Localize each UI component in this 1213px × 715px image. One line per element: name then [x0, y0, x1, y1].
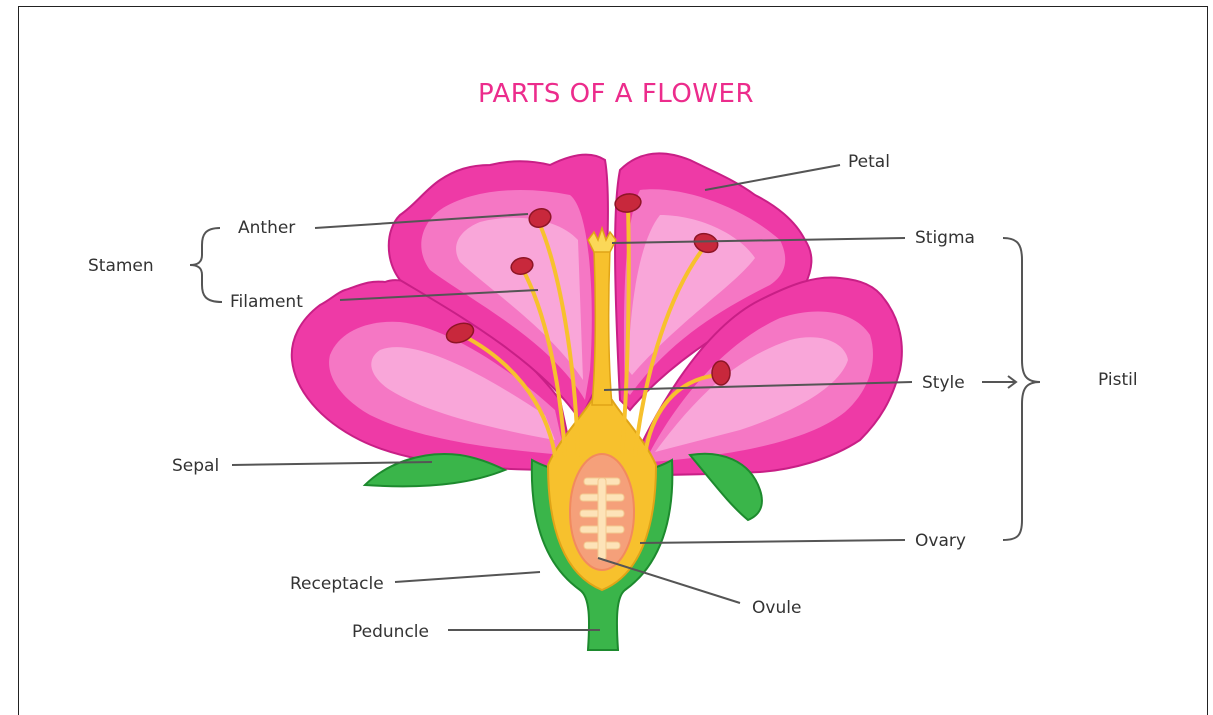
label-anther: Anther — [238, 218, 295, 238]
leader-receptacle — [395, 572, 540, 582]
label-ovule: Ovule — [752, 598, 801, 618]
label-stamen: Stamen — [88, 256, 154, 276]
stamen-brace — [190, 228, 222, 302]
style-arrow — [982, 376, 1016, 388]
style-tube — [592, 250, 612, 405]
label-pistil: Pistil — [1098, 370, 1138, 390]
label-style: Style — [922, 373, 965, 393]
label-stigma: Stigma — [915, 228, 975, 248]
label-ovary: Ovary — [915, 531, 966, 551]
label-petal: Petal — [848, 152, 890, 172]
label-filament: Filament — [230, 292, 303, 312]
pistil-brace — [1003, 238, 1040, 540]
label-receptacle: Receptacle — [290, 574, 384, 594]
label-sepal: Sepal — [172, 456, 219, 476]
label-peduncle: Peduncle — [352, 622, 429, 642]
diagram-title: PARTS OF A FLOWER — [478, 79, 754, 109]
leader-ovary — [640, 540, 905, 543]
